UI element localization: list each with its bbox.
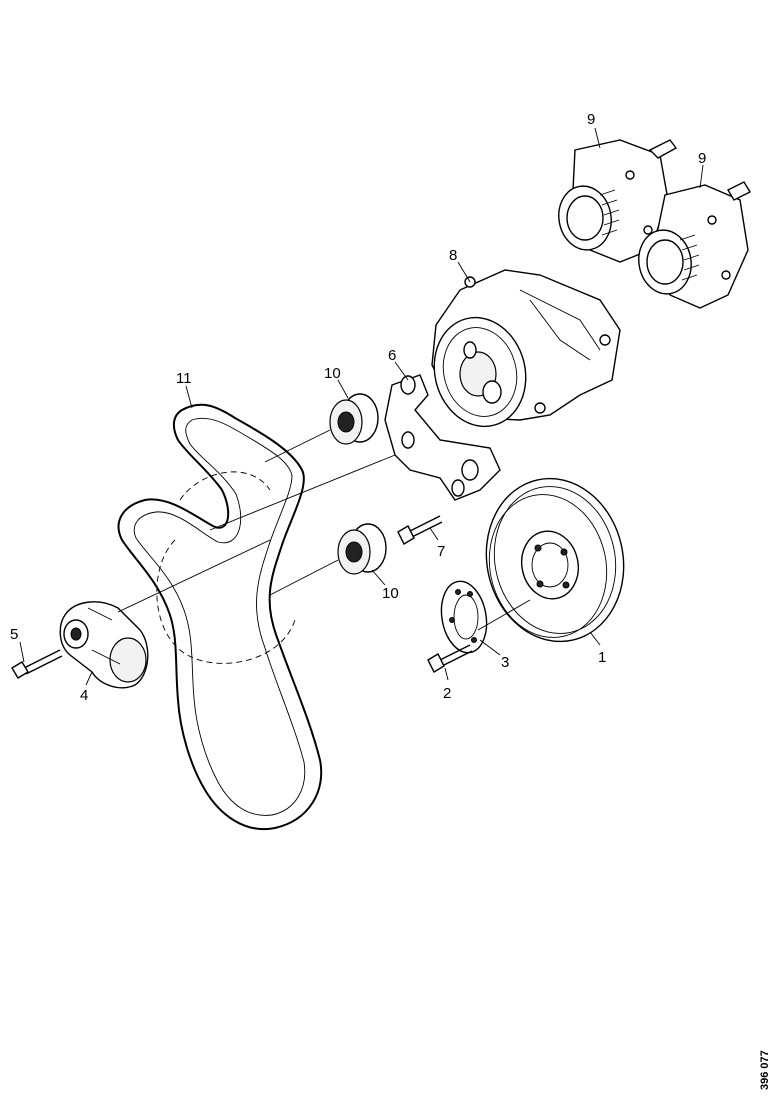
bracket <box>209 374 501 531</box>
idler-pulley-upper <box>264 393 379 463</box>
callout-2: 2 <box>443 685 451 702</box>
alternator-left <box>558 139 678 263</box>
crankshaft-pulley <box>485 477 625 643</box>
callout-5: 5 <box>10 626 18 643</box>
belt-tensioner <box>59 601 149 689</box>
callout-8: 8 <box>449 247 457 264</box>
callout-9-right: 9 <box>698 150 706 167</box>
callout-labels: 1 2 3 4 5 6 7 8 9 9 10 10 11 <box>10 111 706 704</box>
callout-7: 7 <box>437 543 445 560</box>
callout-9-left: 9 <box>587 111 595 128</box>
bolt-5 <box>11 649 63 679</box>
callout-leaders <box>19 127 704 686</box>
coolant-pump <box>431 269 621 428</box>
callout-1: 1 <box>598 649 606 666</box>
idler-pulley-lower <box>269 523 387 596</box>
callout-10-lower: 10 <box>382 585 399 602</box>
callout-4: 4 <box>80 687 88 704</box>
drive-belt <box>117 403 323 831</box>
callout-10-upper: 10 <box>324 365 341 382</box>
bolt-2 <box>427 644 473 673</box>
reference-number: 396 077 <box>759 1050 771 1090</box>
bolt-7 <box>397 515 443 545</box>
callout-3: 3 <box>501 654 509 671</box>
leader-tensioner <box>117 539 271 613</box>
callout-11: 11 <box>176 370 192 387</box>
alternator-right <box>638 181 751 309</box>
callout-6: 6 <box>388 347 396 364</box>
washer-plate <box>440 580 531 654</box>
